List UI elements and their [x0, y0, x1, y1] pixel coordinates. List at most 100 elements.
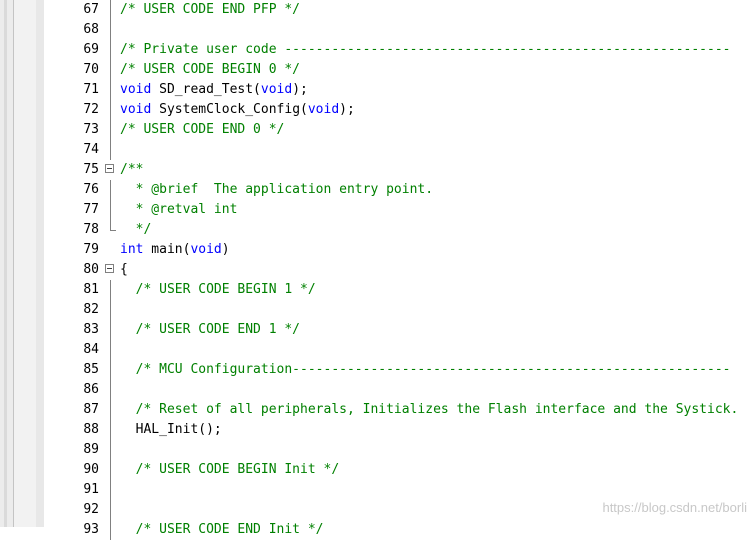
- keyword-token: void: [307, 102, 340, 117]
- fold-guide-line: [104, 40, 117, 60]
- line-number: 93: [83, 522, 99, 537]
- code-text: void SystemClock_Config(void);: [120, 100, 355, 120]
- keyword-token: int: [120, 242, 144, 257]
- keyword-token: void: [190, 242, 222, 257]
- code-text: {: [120, 260, 128, 280]
- line-number: 71: [83, 82, 99, 97]
- fold-guide-line: [104, 120, 117, 140]
- code-text: /* USER CODE END 0 */: [120, 120, 284, 140]
- comment-token: /* USER CODE END 1 */: [120, 322, 301, 337]
- fold-collapse-icon[interactable]: [104, 160, 117, 180]
- code-text: */: [120, 220, 152, 240]
- editor-gutter: [14, 0, 36, 527]
- fold-guide-line: [104, 360, 117, 380]
- fold-end-marker: [104, 220, 117, 240]
- fold-collapse-icon[interactable]: [104, 260, 117, 280]
- comment-token: /* USER CODE BEGIN Init */: [120, 462, 340, 477]
- code-text: /* USER CODE BEGIN 1 */: [120, 280, 316, 300]
- code-token: SD_read_Test(: [151, 82, 261, 97]
- code-token: );: [339, 102, 355, 117]
- line-number: 85: [83, 362, 99, 377]
- line-number: 70: [83, 62, 99, 77]
- keyword-token: void: [260, 82, 293, 97]
- fold-guide-line: [104, 480, 117, 500]
- line-number: 77: [83, 202, 99, 217]
- keyword-token: void: [120, 102, 152, 117]
- comment-token: /* USER CODE END Init */: [120, 522, 324, 537]
- code-text: * @brief The application entry point.: [120, 180, 433, 200]
- line-number: 88: [83, 422, 99, 437]
- code-text: /* USER CODE BEGIN Init */: [120, 460, 340, 480]
- comment-token: */: [120, 222, 152, 237]
- code-token: HAL_Init();: [120, 422, 222, 437]
- fold-guide-line: [104, 60, 117, 80]
- line-number: 78: [83, 222, 99, 237]
- fold-guide-line: [104, 380, 117, 400]
- line-number: 67: [83, 2, 99, 17]
- watermark: https://blog.csdn.net/borli: [602, 500, 747, 515]
- fold-guide-line: [104, 200, 117, 220]
- code-token: main(: [143, 242, 191, 257]
- fold-guide-line: [104, 520, 117, 540]
- comment-token: /* USER CODE END PFP */: [120, 2, 301, 17]
- line-number: 82: [83, 302, 99, 317]
- code-text: /* USER CODE BEGIN 0 */: [120, 60, 300, 80]
- line-number: 91: [83, 482, 99, 497]
- fold-guide-line: [104, 500, 117, 520]
- fold-guide-line: [104, 340, 117, 360]
- line-number: 87: [83, 402, 99, 417]
- code-token: {: [120, 262, 128, 277]
- code-text: int main(void): [120, 240, 230, 260]
- keyword-token: void: [120, 82, 152, 97]
- line-number: 72: [83, 102, 99, 117]
- code-text: void SD_read_Test(void);: [120, 80, 308, 100]
- comment-token: /* Reset of all peripherals, Initializes…: [120, 402, 739, 417]
- code-text: /* USER CODE END PFP */: [120, 0, 300, 20]
- fold-guide-line: [104, 180, 117, 200]
- fold-guide-line: [104, 0, 117, 20]
- code-text: * @retval int: [120, 200, 238, 220]
- code-text: HAL_Init();: [120, 420, 222, 440]
- line-number: 89: [83, 442, 99, 457]
- line-number: 68: [83, 22, 99, 37]
- line-number: 69: [83, 42, 99, 57]
- fold-guide-line: [104, 460, 117, 480]
- fold-guide-line: [104, 20, 117, 40]
- fold-guide-line: [104, 400, 117, 420]
- code-token: );: [292, 82, 308, 97]
- code-text: /* MCU Configuration--------------------…: [120, 360, 731, 380]
- code-text: /* Private user code -------------------…: [120, 40, 730, 60]
- fold-guide-line: [104, 420, 117, 440]
- code-text: /**: [120, 160, 143, 180]
- line-number: 75: [83, 162, 99, 177]
- comment-token: /* MCU Configuration--------------------…: [120, 362, 731, 377]
- code-editor[interactable]: 67 /* USER CODE END PFP */ 68 69 /* Private …: [44, 0, 755, 540]
- code-text: /* USER CODE END Init */: [120, 520, 324, 540]
- fold-guide-line: [104, 440, 117, 460]
- code-text: /* USER CODE END 1 */: [120, 320, 300, 340]
- line-number: 80: [83, 262, 99, 277]
- fold-guide-line: [104, 140, 117, 160]
- line-number: 76: [83, 182, 99, 197]
- code-token: ): [221, 242, 230, 257]
- line-number: 81: [83, 282, 99, 297]
- fold-empty: [104, 240, 117, 260]
- line-number: 73: [83, 122, 99, 137]
- line-number: 86: [83, 382, 99, 397]
- bookmark-margin[interactable]: [36, 0, 44, 527]
- fold-guide-line: [104, 280, 117, 300]
- line-number: 74: [83, 142, 99, 157]
- line-number: 92: [83, 502, 99, 517]
- fold-guide-line: [104, 320, 117, 340]
- code-token: SystemClock_Config(: [151, 102, 308, 117]
- fold-guide-line: [104, 300, 117, 320]
- window-left-border: [0, 0, 14, 527]
- line-number: 84: [83, 342, 99, 357]
- comment-token: /* USER CODE BEGIN 1 */: [120, 282, 316, 297]
- line-number: 79: [83, 242, 99, 257]
- line-number: 83: [83, 322, 99, 337]
- comment-token: * @retval int: [120, 202, 238, 217]
- comment-token: /* USER CODE END 0 */: [120, 122, 285, 137]
- line-number: 90: [83, 462, 99, 477]
- comment-token: /**: [120, 162, 144, 177]
